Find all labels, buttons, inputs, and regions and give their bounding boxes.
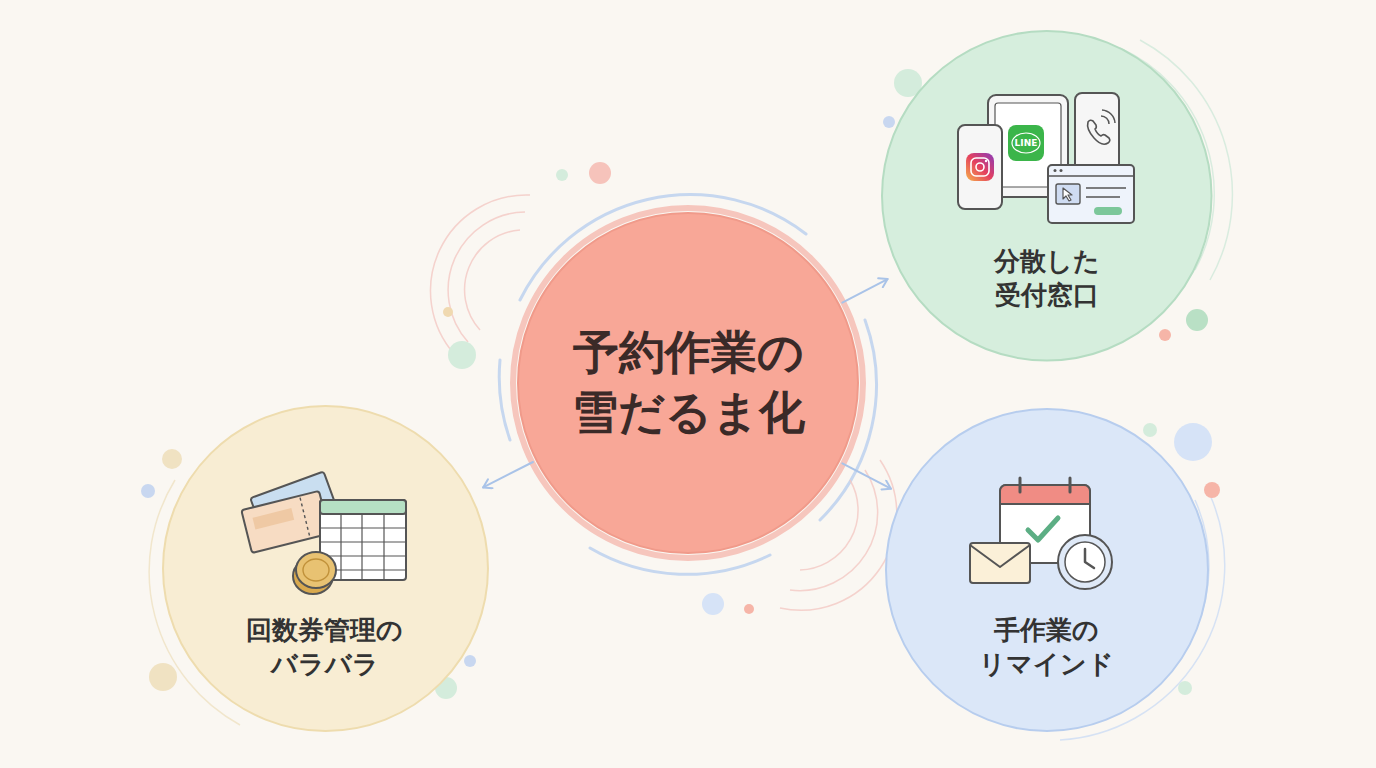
- envelope: [970, 543, 1030, 583]
- cause-circle: 手作業の リマインド: [885, 408, 1209, 732]
- phone: [958, 125, 1002, 209]
- cause-circle: 分散した 受付窓口: [881, 30, 1213, 362]
- logo-text: LINE: [1015, 139, 1038, 148]
- circle-label: 分散した 受付窓口: [947, 245, 1147, 313]
- circle-fill: [163, 406, 488, 731]
- arrow-connector: [483, 462, 533, 487]
- circle-label: 回数券管理の バラバラ: [225, 614, 425, 682]
- line-logo: [1008, 125, 1044, 161]
- arrow-connector: [842, 279, 887, 303]
- circle-label: 手作業の リマインド: [947, 614, 1147, 682]
- circle-fill: [518, 213, 858, 553]
- circle-ring: [513, 208, 863, 558]
- circle-outline: [885, 408, 1209, 732]
- central-label: 予約作業の 雪だるま化: [543, 323, 833, 443]
- clock: [1058, 535, 1112, 589]
- arrow-connector: [842, 463, 891, 488]
- instagram-logo: [966, 153, 994, 181]
- circle-outline: [881, 30, 1213, 362]
- circle-outline: [518, 213, 858, 553]
- circle-outline: [162, 405, 489, 732]
- coins: [293, 552, 336, 594]
- cause-circle: 回数券管理の バラバラ: [162, 405, 489, 732]
- blue-arc: [499, 360, 510, 440]
- circle-fill: [882, 31, 1212, 361]
- circle-fill: [886, 409, 1208, 731]
- central-circle: 予約作業の 雪だるま化: [518, 213, 858, 553]
- browser-window: [1048, 165, 1134, 223]
- phone: [1075, 93, 1119, 175]
- ripple-left: [430, 195, 530, 355]
